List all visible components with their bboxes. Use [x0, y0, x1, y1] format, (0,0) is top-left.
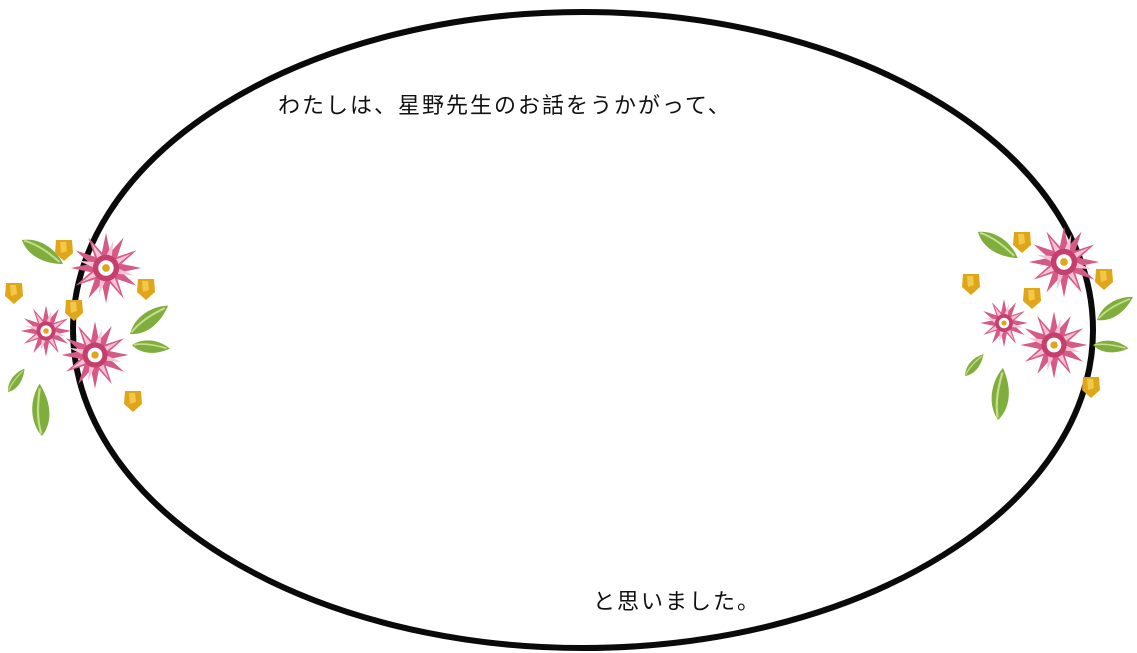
closing-sentence: と思いました。	[593, 590, 762, 615]
right-flower-cluster	[959, 221, 1137, 423]
intro-sentence: わたしは、星野先生のお話をうかがって、	[278, 94, 732, 119]
oval-border	[70, 9, 1096, 651]
